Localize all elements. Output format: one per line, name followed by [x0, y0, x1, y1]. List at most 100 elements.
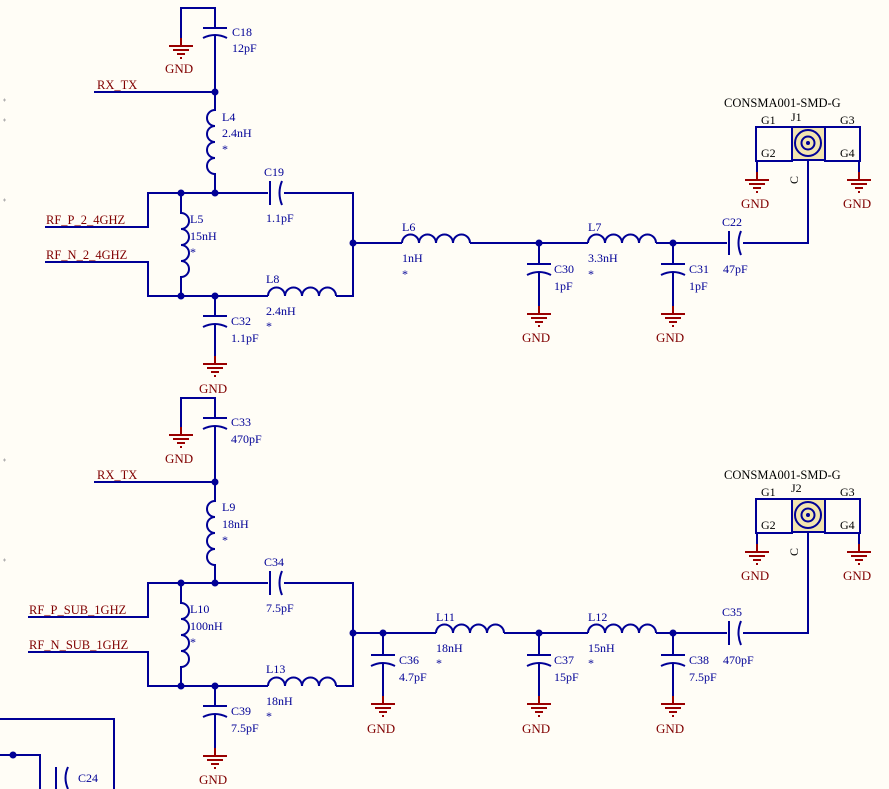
svg-text:G3: G3: [840, 113, 855, 127]
svg-text:G3: G3: [840, 485, 855, 499]
svg-text:GND: GND: [522, 721, 550, 736]
c38-value: 7.5pF: [689, 670, 717, 684]
l6-value: 1nH: [402, 251, 423, 265]
c22-value: 47pF: [723, 262, 748, 276]
svg-text:GND: GND: [843, 196, 871, 211]
capacitor-c38[interactable]: C38 7.5pF: [660, 629, 717, 697]
inductor-l4[interactable]: L4 2.4nH *: [206, 91, 252, 194]
l12-value: 15nH: [588, 641, 615, 655]
capacitor-c30[interactable]: C30 1pF: [526, 239, 574, 307]
circuit-sub-1ghz: C33 470pF GND RX_TX L9 18nH *: [28, 397, 872, 787]
inductor-l10[interactable]: L10 100nH *: [180, 582, 223, 687]
inductor-l6[interactable]: L6 1nH *: [401, 220, 471, 281]
capacitor-c35[interactable]: C35 470pF: [722, 605, 754, 667]
net-label-rf-n-sub-1ghz: RF_N_SUB_1GHZ: [29, 638, 128, 652]
svg-text:GND: GND: [199, 381, 227, 396]
svg-text:C: C: [787, 176, 801, 184]
l8-star: *: [266, 319, 272, 333]
l8-ref: L8: [266, 272, 279, 286]
svg-text:GND: GND: [522, 330, 550, 345]
inductor-l9[interactable]: L9 18nH *: [206, 481, 249, 584]
c35-ref: C35: [722, 605, 742, 619]
j2-ref: J2: [791, 481, 802, 495]
net-label-rx-tx: RX_TX: [97, 78, 137, 92]
capacitor-c22[interactable]: C22 47pF: [722, 215, 748, 276]
svg-text:G4: G4: [840, 146, 855, 160]
capacitor-c19[interactable]: C19 1.1pF: [264, 165, 294, 225]
c33-value: 470pF: [231, 432, 262, 446]
c30-ref: C30: [554, 262, 574, 276]
connector-j1[interactable]: CONSMA001-SMD-G J1 G1 G3 G2 G4 C: [724, 96, 861, 244]
l13-star: *: [266, 709, 272, 723]
partial-circuit-c24: C24: [0, 718, 115, 789]
c30-value: 1pF: [554, 279, 573, 293]
l11-ref: L11: [436, 610, 455, 624]
capacitor-c33[interactable]: C33 470pF: [202, 397, 262, 483]
inductor-l7[interactable]: L7 3.3nH *: [587, 220, 657, 281]
inductor-l12[interactable]: L12 15nH *: [587, 610, 657, 670]
c18-ref: C18: [232, 25, 252, 39]
svg-text:GND: GND: [165, 451, 193, 466]
capacitor-c36[interactable]: C36 4.7pF: [370, 629, 427, 697]
c37-value: 15pF: [554, 670, 579, 684]
l5-value: 15nH: [190, 229, 217, 243]
c22-ref: C22: [722, 215, 742, 229]
svg-text:G2: G2: [761, 518, 776, 532]
capacitor-c39[interactable]: C39 7.5pF: [202, 685, 259, 749]
svg-text:G1: G1: [761, 113, 776, 127]
j1-part: CONSMA001-SMD-G: [724, 96, 841, 110]
c19-value: 1.1pF: [266, 211, 294, 225]
svg-text:GND: GND: [843, 568, 871, 583]
c37-ref: C37: [554, 653, 574, 667]
l6-star: *: [402, 267, 408, 281]
l13-ref: L13: [266, 662, 285, 676]
capacitor-c32[interactable]: C32 1.1pF: [202, 295, 259, 357]
capacitor-c31[interactable]: C31 1pF: [660, 239, 709, 307]
c32-value: 1.1pF: [231, 331, 259, 345]
net-label-rf-p-2-4ghz: RF_P_2_4GHZ: [46, 213, 125, 227]
l4-ref: L4: [222, 110, 235, 124]
svg-text:GND: GND: [656, 721, 684, 736]
inductor-l8[interactable]: L8 2.4nH *: [266, 272, 337, 333]
gnd-label: GND: [165, 61, 193, 76]
gnd-symbol: [168, 37, 194, 59]
svg-text:GND: GND: [199, 772, 227, 787]
l9-value: 18nH: [222, 517, 249, 531]
l12-ref: L12: [588, 610, 607, 624]
svg-text:C: C: [787, 548, 801, 556]
capacitor-c34[interactable]: C34 7.5pF: [264, 555, 294, 615]
l5-ref: L5: [190, 212, 203, 226]
l10-star: *: [190, 635, 196, 649]
l10-value: 100nH: [190, 619, 223, 633]
l4-star: *: [222, 142, 228, 156]
c38-ref: C38: [689, 653, 709, 667]
inductor-l13[interactable]: L13 18nH *: [266, 662, 337, 723]
l7-value: 3.3nH: [588, 251, 618, 265]
net-label-rf-n-2-4ghz: RF_N_2_4GHZ: [46, 248, 127, 262]
c35-value: 470pF: [723, 653, 754, 667]
svg-text:G1: G1: [761, 485, 776, 499]
capacitor-c24[interactable]: C24: [54, 766, 98, 789]
svg-text:GND: GND: [741, 196, 769, 211]
l13-value: 18nH: [266, 694, 293, 708]
c33-ref: C33: [231, 415, 251, 429]
capacitor-c37[interactable]: C37 15pF: [526, 629, 579, 697]
circuit-2-4ghz: C18 12pF GND RX_TX L4 2.4nH *: [45, 7, 872, 396]
j1-ref: J1: [791, 110, 802, 124]
c39-value: 7.5pF: [231, 721, 259, 735]
connector-j2[interactable]: CONSMA001-SMD-G J2 G1 G3 G2 G4 C: [724, 468, 861, 634]
c34-ref: C34: [264, 555, 284, 569]
c31-ref: C31: [689, 262, 709, 276]
l9-star: *: [222, 533, 228, 547]
l4-value: 2.4nH: [222, 126, 252, 140]
l12-star: *: [588, 656, 594, 670]
c32-ref: C32: [231, 314, 251, 328]
capacitor-c18[interactable]: C18 12pF: [202, 7, 257, 93]
c34-value: 7.5pF: [266, 601, 294, 615]
inductor-l11[interactable]: L11 18nH *: [435, 610, 505, 670]
svg-text:G2: G2: [761, 146, 776, 160]
j2-part: CONSMA001-SMD-G: [724, 468, 841, 482]
inductor-l5[interactable]: L5 15nH *: [180, 192, 217, 297]
net-label-rf-p-sub-1ghz: RF_P_SUB_1GHZ: [29, 603, 126, 617]
svg-text:G4: G4: [840, 518, 855, 532]
